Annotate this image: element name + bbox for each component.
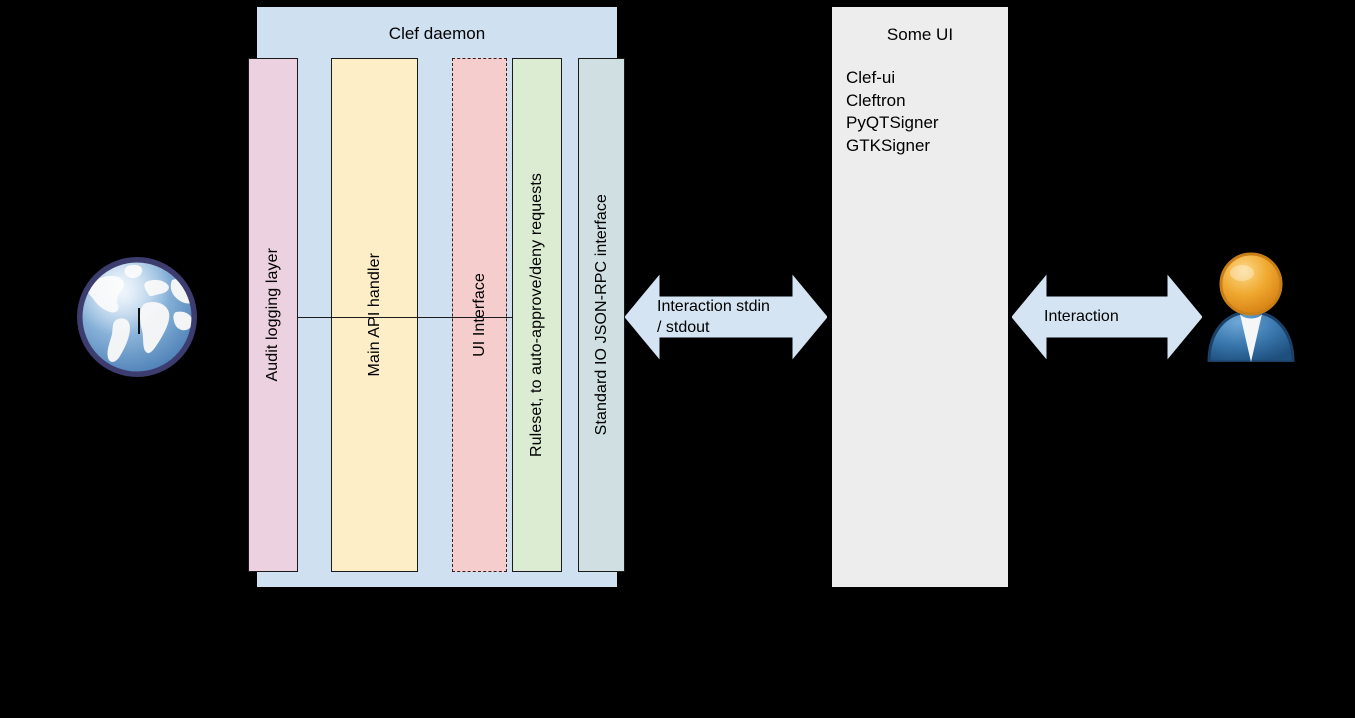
layer-label-audit-logging-layer: Audit logging layer [264,248,281,382]
some-ui-item-list: Clef-ui Cleftron PyQTSigner GTKSigner [846,67,939,157]
list-item: Cleftron [846,90,906,110]
clef-daemon-container: Clef daemon [257,7,617,587]
interaction-arrow-label-line1: Interaction [1044,308,1119,325]
list-item: GTKSigner [846,135,931,155]
layer-label-standard-io-jsonrpc-interface: Standard IO JSON-RPC interface [592,194,610,436]
user-icon [1199,250,1303,364]
layer-audit-logging-layer[interactable]: Audit logging layer [248,58,298,572]
interaction-arrow: Interaction [1012,272,1202,362]
layer-label-ui-interface: UI Interface [470,273,488,357]
list-item: PyQTSigner [846,113,939,132]
clef-daemon-title: Clef daemon [388,24,486,43]
layer-standard-io-jsonrpc-interface[interactable]: Standard IO JSON-RPC interface [578,58,625,572]
stdio-arrow: Interaction stdin / stdout [625,272,827,362]
layer-label-ruleset: Ruleset, to auto-approve/deny requests [528,173,545,457]
stdio-arrow-label-line2: / stdout [657,319,710,336]
list-item: Clef-ui [846,68,896,87]
interaction-arrow-shape [1012,274,1202,360]
some-ui-panel: Some UI Clef-ui Cleftron PyQTSigner GTKS… [832,7,1008,587]
stdio-arrow-label: Interaction stdin / stdout [657,296,770,338]
some-ui-title: Some UI [886,25,954,44]
layer-label-main-api-handler: Main API handler [365,253,383,377]
layer-main-api-handler[interactable]: Main API handler [331,58,418,572]
layer-ui-interface[interactable]: UI Interface [452,58,507,572]
globe-icon [72,252,202,382]
stdio-arrow-shape [625,274,827,360]
layer-connector-line [298,317,512,318]
layer-ruleset[interactable]: Ruleset, to auto-approve/deny requests [512,58,562,572]
stdio-arrow-label-line1: Interaction stdin [657,298,770,315]
interaction-arrow-label: Interaction [1044,306,1119,327]
